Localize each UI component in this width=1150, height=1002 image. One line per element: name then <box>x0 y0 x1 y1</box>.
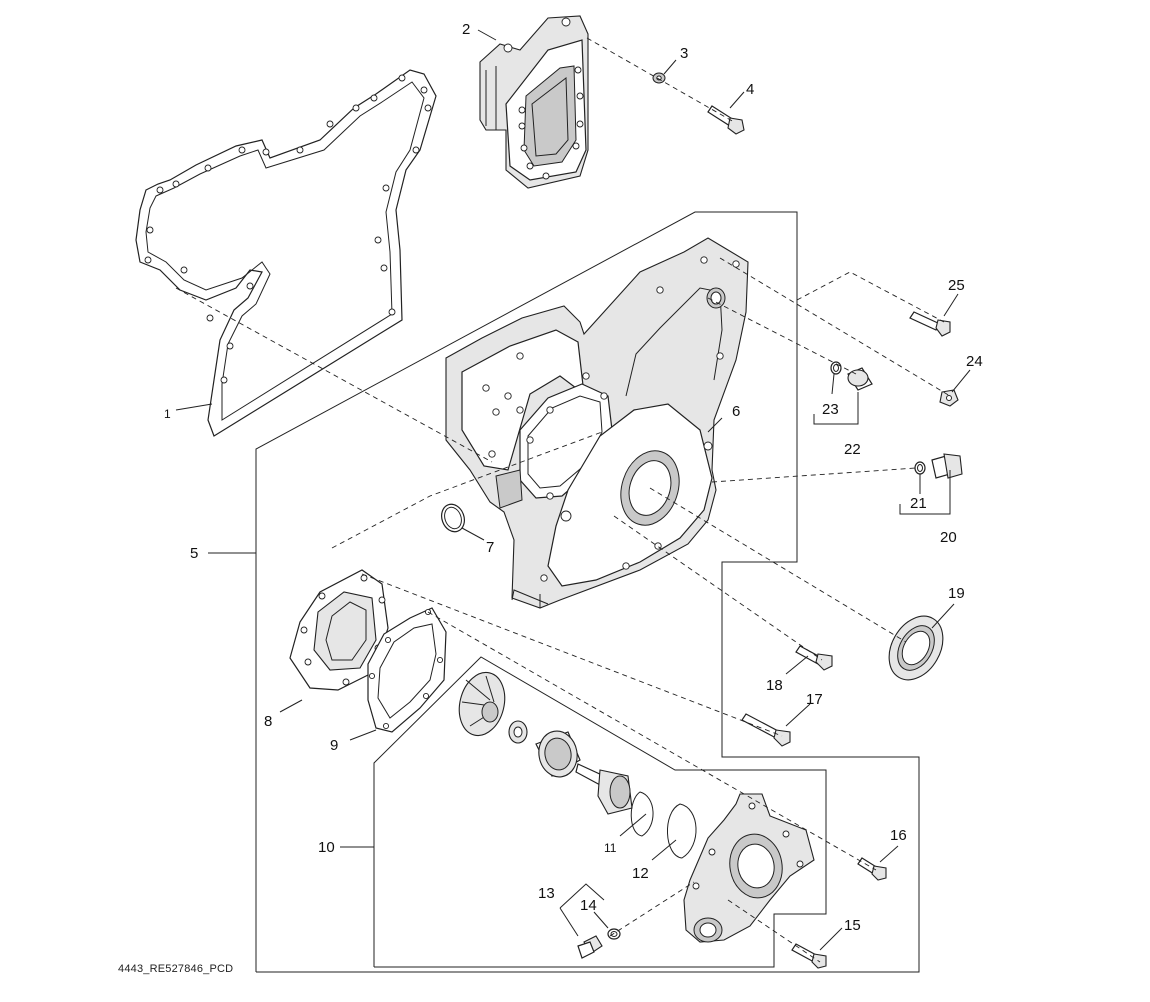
alignment-lines <box>175 37 951 963</box>
callout-24: 24 <box>966 353 983 370</box>
callout-labels: 2 3 4 1 5 6 7 8 9 10 11 12 13 14 15 16 1… <box>164 21 983 934</box>
callout-15: 15 <box>844 917 861 934</box>
washer-part-3 <box>652 72 666 84</box>
seal-part-19 <box>888 615 944 681</box>
cover-plate-part-2 <box>479 15 589 189</box>
callout-1: 1 <box>164 407 171 421</box>
callout-8: 8 <box>264 713 272 730</box>
callout-21: 21 <box>910 495 927 512</box>
assembly-10-boundary <box>373 656 827 968</box>
callout-4: 4 <box>746 81 754 98</box>
callout-5: 5 <box>190 545 198 562</box>
o-ring-part-14 <box>607 928 621 940</box>
plug-part-22 <box>847 367 873 391</box>
callout-3: 3 <box>680 45 688 62</box>
bolt-part-25 <box>909 311 951 337</box>
pump-housing <box>683 793 815 943</box>
callout-12: 12 <box>632 865 649 882</box>
drawing-reference-code: 4443_RE527846_PCD <box>118 963 234 975</box>
callout-14: 14 <box>580 897 597 914</box>
callout-10: 10 <box>318 839 335 856</box>
plug-part-20 <box>931 453 963 479</box>
callout-2: 2 <box>462 21 470 38</box>
callout-17: 17 <box>806 691 823 708</box>
leader-lines <box>175 29 971 951</box>
pump-seal <box>508 720 528 744</box>
callout-16: 16 <box>890 827 907 844</box>
assembly-5-boundary <box>255 211 920 973</box>
bolt-part-16 <box>857 857 887 881</box>
o-ring-part-7 <box>441 503 465 533</box>
o-ring-part-21 <box>914 461 926 475</box>
callout-7: 7 <box>486 539 494 556</box>
pump-cover-part-8 <box>289 569 389 691</box>
callout-23: 23 <box>822 401 839 418</box>
retaining-ring-part-12 <box>667 803 697 859</box>
callout-20: 20 <box>940 529 957 546</box>
pump-gasket-part-9 <box>367 607 447 733</box>
plug-part-13 <box>577 935 603 959</box>
timing-cover-part-6 <box>445 237 749 609</box>
callout-19: 19 <box>948 585 965 602</box>
callout-13: 13 <box>538 885 555 902</box>
callout-25: 25 <box>948 277 965 294</box>
callout-6: 6 <box>732 403 740 420</box>
o-ring-part-23 <box>830 361 842 375</box>
pump-bearing <box>535 730 581 778</box>
callout-9: 9 <box>330 737 338 754</box>
retaining-ring-part-11 <box>630 791 654 837</box>
gasket-part-1 <box>135 69 437 437</box>
bolt-part-18 <box>795 645 833 671</box>
bolt-part-15 <box>791 943 827 969</box>
nut-part-24 <box>939 389 959 407</box>
pump-impeller <box>458 671 506 737</box>
pump-shaft <box>575 763 633 815</box>
callout-11: 11 <box>604 841 617 855</box>
callout-18: 18 <box>766 677 783 694</box>
callout-22: 22 <box>844 441 861 458</box>
